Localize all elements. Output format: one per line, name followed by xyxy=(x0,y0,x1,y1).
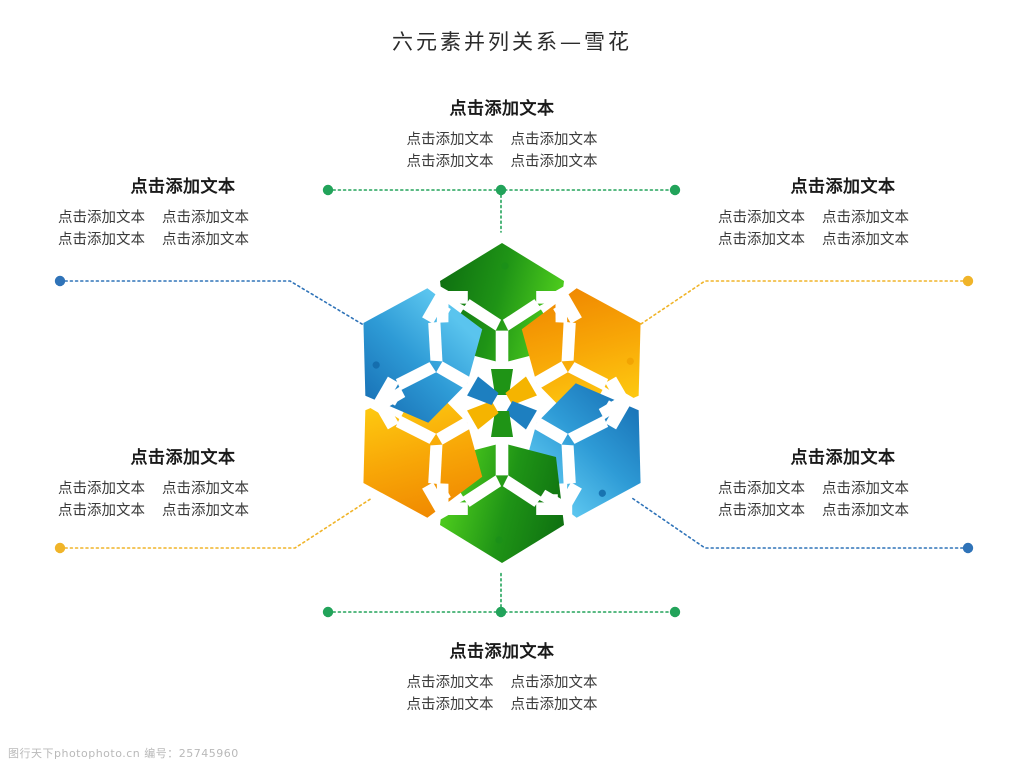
text-block-lower-right-body[interactable]: 点击添加文本 点击添加文本 点击添加文本 点击添加文本 xyxy=(718,479,968,521)
text-block-upper-left[interactable]: 点击添加文本 点击添加文本 点击添加文本 点击添加文本 点击添加文本 xyxy=(58,176,308,250)
body-cell[interactable]: 点击添加文本 xyxy=(718,231,805,248)
text-block-lower-right[interactable]: 点击添加文本 点击添加文本 点击添加文本 点击添加文本 点击添加文本 xyxy=(718,447,968,521)
body-cell[interactable]: 点击添加文本 xyxy=(510,675,598,692)
connector-upper-left xyxy=(54,275,373,331)
text-block-top-body[interactable]: 点击添加文本 点击添加文本 点击添加文本 点击添加文本 xyxy=(332,130,672,172)
snowflake-six-petal-diagram xyxy=(332,243,672,563)
body-cell[interactable]: 点击添加文本 xyxy=(406,675,494,692)
body-cell[interactable]: 点击添加文本 xyxy=(406,696,494,713)
body-cell[interactable]: 点击添加文本 xyxy=(406,153,494,170)
body-cell[interactable]: 点击添加文本 xyxy=(822,502,909,519)
text-block-lower-right-heading[interactable]: 点击添加文本 xyxy=(790,448,896,467)
body-cell[interactable]: 点击添加文本 xyxy=(510,696,598,713)
text-block-bottom[interactable]: 点击添加文本 点击添加文本 点击添加文本 点击添加文本 点击添加文本 xyxy=(332,641,672,715)
body-cell[interactable]: 点击添加文本 xyxy=(510,132,598,149)
body-cell[interactable]: 点击添加文本 xyxy=(718,210,805,227)
page-title: 六元素并列关系—雪花 xyxy=(392,30,632,54)
text-block-bottom-body[interactable]: 点击添加文本 点击添加文本 点击添加文本 点击添加文本 xyxy=(332,673,672,715)
text-block-lower-left[interactable]: 点击添加文本 点击添加文本 点击添加文本 点击添加文本 点击添加文本 xyxy=(58,447,308,521)
body-cell[interactable]: 点击添加文本 xyxy=(58,210,145,227)
petal-top-green xyxy=(431,243,573,363)
body-cell[interactable]: 点击添加文本 xyxy=(822,231,909,248)
petal-upper-left-blue xyxy=(332,269,503,444)
body-cell[interactable]: 点击添加文本 xyxy=(58,502,145,519)
text-block-upper-right-heading[interactable]: 点击添加文本 xyxy=(790,177,896,196)
text-block-upper-right-body[interactable]: 点击添加文本 点击添加文本 点击添加文本 点击添加文本 xyxy=(718,208,968,250)
text-block-bottom-heading[interactable]: 点击添加文本 xyxy=(449,642,555,661)
text-block-upper-right[interactable]: 点击添加文本 点击添加文本 点击添加文本 点击添加文本 点击添加文本 xyxy=(718,176,968,250)
text-block-lower-left-heading[interactable]: 点击添加文本 xyxy=(130,448,236,467)
petal-upper-right-orange xyxy=(501,269,672,444)
text-block-lower-left-body[interactable]: 点击添加文本 点击添加文本 点击添加文本 点击添加文本 xyxy=(58,479,308,521)
text-block-top[interactable]: 点击添加文本 点击添加文本 点击添加文本 点击添加文本 点击添加文本 xyxy=(332,98,672,172)
body-cell[interactable]: 点击添加文本 xyxy=(162,231,249,248)
petal-lower-right-blue xyxy=(501,362,672,537)
body-cell[interactable]: 点击添加文本 xyxy=(162,502,249,519)
text-block-upper-left-heading[interactable]: 点击添加文本 xyxy=(130,177,236,196)
body-cell[interactable]: 点击添加文本 xyxy=(822,210,909,227)
body-cell[interactable]: 点击添加文本 xyxy=(510,153,598,170)
body-cell[interactable]: 点击添加文本 xyxy=(58,231,145,248)
watermark-text: 图行天下photophoto.cn 编号：25745960 xyxy=(8,747,239,760)
body-cell[interactable]: 点击添加文本 xyxy=(406,132,494,149)
body-cell[interactable]: 点击添加文本 xyxy=(718,481,805,498)
text-block-top-heading[interactable]: 点击添加文本 xyxy=(449,99,555,118)
hub-wedges xyxy=(467,369,537,437)
petal-bottom-green xyxy=(431,443,573,563)
body-cell[interactable]: 点击添加文本 xyxy=(162,481,249,498)
body-cell[interactable]: 点击添加文本 xyxy=(162,210,249,227)
body-cell[interactable]: 点击添加文本 xyxy=(822,481,909,498)
body-cell[interactable]: 点击添加文本 xyxy=(718,502,805,519)
text-block-upper-left-body[interactable]: 点击添加文本 点击添加文本 点击添加文本 点击添加文本 xyxy=(58,208,308,250)
body-cell[interactable]: 点击添加文本 xyxy=(58,481,145,498)
connector-upper-right xyxy=(631,275,974,331)
